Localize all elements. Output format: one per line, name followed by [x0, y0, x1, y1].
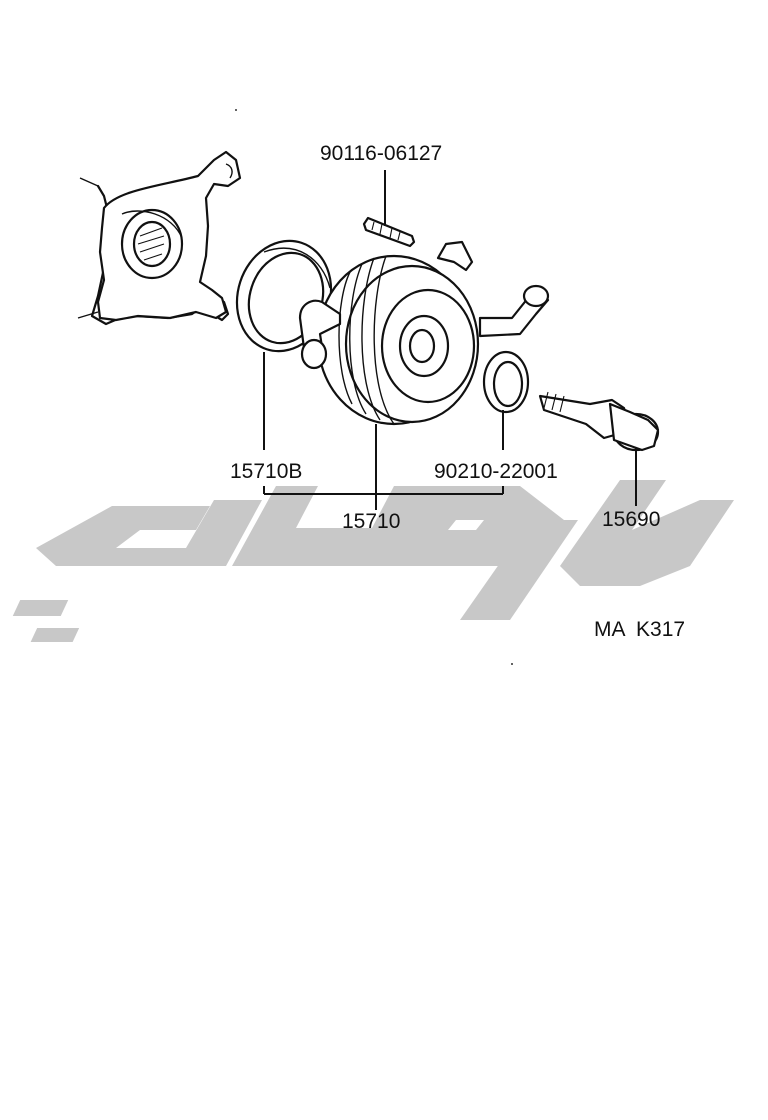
label-gasket: 15710B: [230, 460, 302, 483]
label-oring: 90210-22001: [434, 460, 558, 483]
bolt-part: [362, 216, 416, 248]
engine-flange: [77, 150, 242, 326]
reference-code: MA K317: [594, 618, 685, 641]
watermark-logo: [12, 480, 734, 642]
stray-mark: [235, 109, 237, 111]
label-union-bolt: 15690: [602, 508, 660, 531]
oring-part: [482, 350, 530, 414]
label-bolt: 90116-06127: [320, 142, 442, 165]
union-bolt-part: [538, 391, 660, 452]
label-oil-cooler: 15710: [342, 510, 400, 533]
stray-mark: [511, 663, 513, 665]
leader-lines: [263, 170, 637, 510]
oil-cooler-part: [298, 240, 550, 426]
